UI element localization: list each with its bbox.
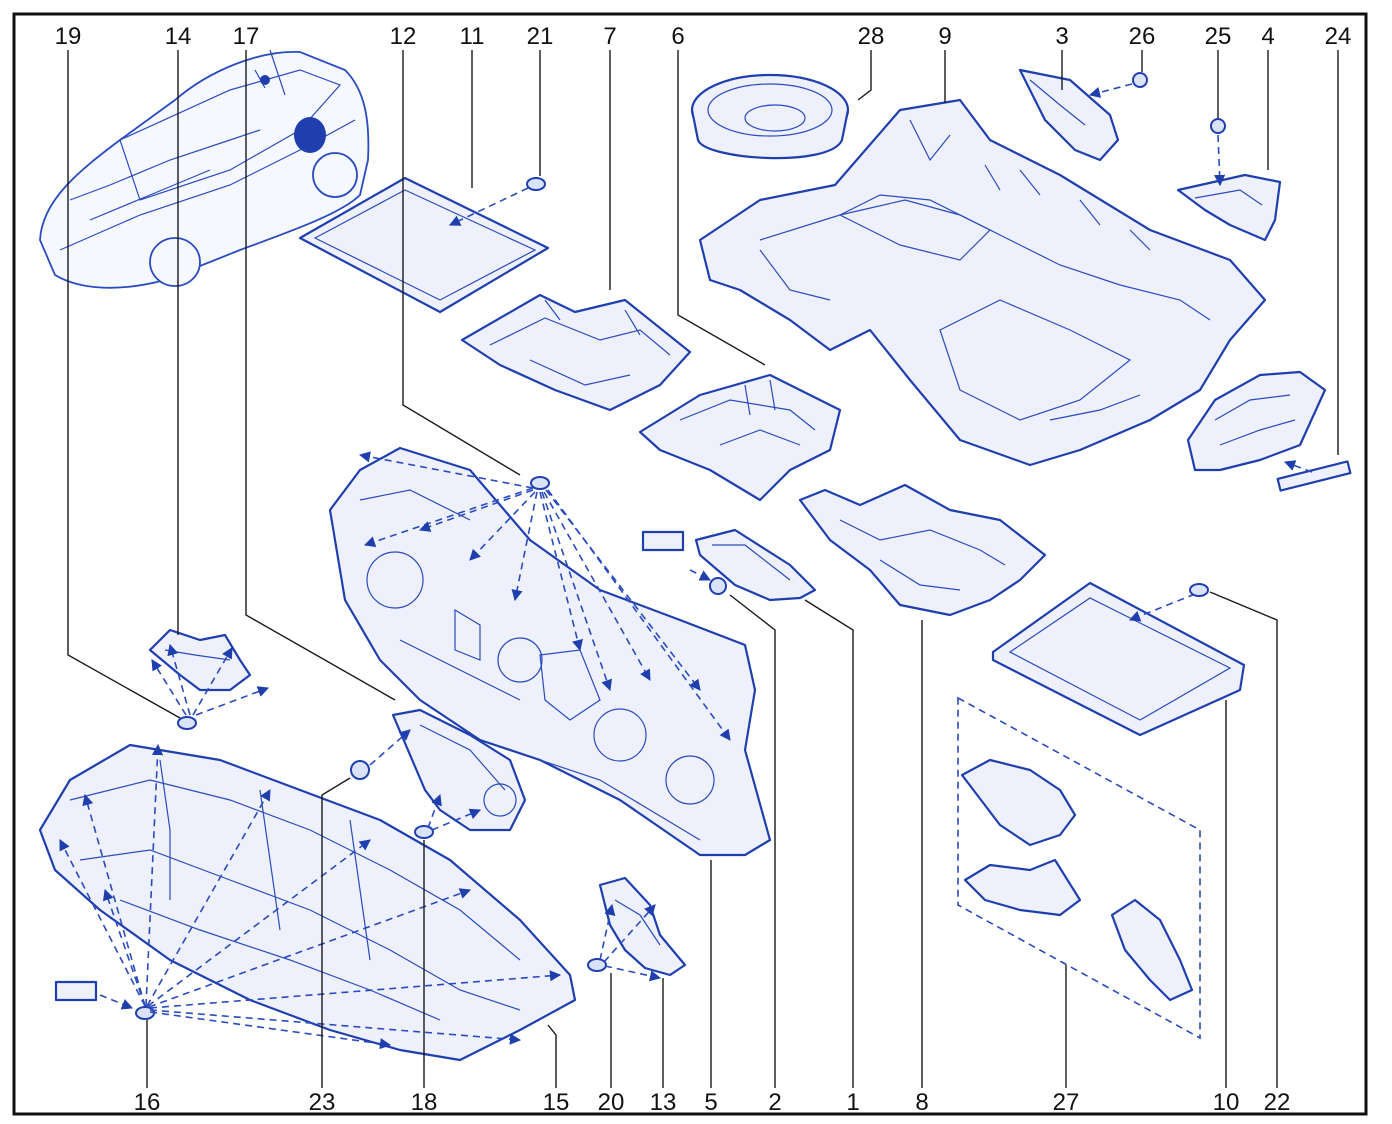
callout-25: 25 bbox=[1205, 23, 1232, 50]
part-26-clip bbox=[1132, 72, 1148, 88]
label-plate bbox=[641, 530, 685, 552]
callout-26: 26 bbox=[1129, 23, 1156, 50]
callout-19: 19 bbox=[55, 23, 82, 50]
callout-13: 13 bbox=[650, 1089, 677, 1116]
label-plate bbox=[54, 980, 98, 1002]
callout-1: 1 bbox=[846, 1089, 859, 1116]
callouts-top: 19 14 17 12 11 21 7 6 28 9 3 26 25 4 24 bbox=[55, 23, 1352, 50]
callout-4: 4 bbox=[1261, 23, 1274, 50]
part-17-bracket bbox=[350, 708, 527, 839]
callout-15: 15 bbox=[543, 1089, 570, 1116]
part-1-bracket bbox=[641, 528, 817, 602]
part-5-bulkhead bbox=[328, 446, 772, 857]
leader-lines bbox=[67, 50, 1339, 1088]
part-10-board bbox=[991, 581, 1246, 737]
part-15-floor-insulator bbox=[38, 743, 577, 1062]
part-11-panel bbox=[298, 176, 550, 314]
callout-3: 3 bbox=[1055, 23, 1068, 50]
part-28-wheel-well bbox=[690, 73, 850, 160]
callout-11: 11 bbox=[460, 23, 485, 50]
part-4-bracket bbox=[1176, 118, 1282, 242]
part-8-mat bbox=[798, 483, 1047, 617]
callout-8: 8 bbox=[915, 1089, 928, 1116]
part-16-fastener-lines bbox=[59, 743, 562, 1050]
part-25-clip bbox=[1210, 118, 1226, 134]
callout-27: 27 bbox=[1053, 1089, 1080, 1116]
callout-7: 7 bbox=[603, 23, 616, 50]
part-23-clip bbox=[350, 760, 370, 780]
part-18-clip bbox=[414, 825, 434, 839]
callout-2: 2 bbox=[768, 1089, 781, 1116]
part-27-kit bbox=[957, 696, 1201, 1040]
callout-14: 14 bbox=[165, 23, 192, 50]
part-7-mat bbox=[460, 293, 692, 412]
part-2-clip bbox=[709, 577, 727, 595]
callout-5: 5 bbox=[704, 1089, 717, 1116]
part-19-clip bbox=[177, 716, 197, 730]
part-20-clip bbox=[587, 958, 607, 972]
callout-6: 6 bbox=[671, 23, 684, 50]
car-thumbnail bbox=[39, 49, 370, 289]
part-24-strip bbox=[1276, 460, 1352, 492]
callout-12: 12 bbox=[390, 23, 417, 50]
part-21-clip bbox=[526, 177, 546, 191]
callout-9: 9 bbox=[938, 23, 951, 50]
callouts-bottom: 16 23 18 15 20 13 5 2 1 8 27 10 22 bbox=[134, 1089, 1291, 1116]
part-6-tunnel bbox=[638, 373, 842, 502]
callout-23: 23 bbox=[309, 1089, 336, 1116]
part-3-bracket bbox=[1018, 68, 1148, 162]
callout-17: 17 bbox=[233, 23, 260, 50]
callout-28: 28 bbox=[858, 23, 885, 50]
callout-21: 21 bbox=[527, 23, 554, 50]
part-12-fastener-lines bbox=[358, 451, 731, 741]
part-22-clip bbox=[1189, 583, 1209, 597]
diagram-frame bbox=[12, 12, 1368, 1116]
part-24-group bbox=[1186, 370, 1352, 492]
part-14-bracket bbox=[148, 628, 270, 730]
part-16-clip bbox=[135, 1006, 155, 1020]
callout-24: 24 bbox=[1325, 23, 1352, 50]
callout-22: 22 bbox=[1264, 1089, 1291, 1116]
part-12-clip bbox=[530, 476, 550, 490]
part-13-bracket bbox=[587, 876, 687, 982]
callout-16: 16 bbox=[134, 1089, 161, 1116]
callout-10: 10 bbox=[1213, 1089, 1240, 1116]
part-9-carpet bbox=[698, 98, 1267, 467]
callout-20: 20 bbox=[598, 1089, 625, 1116]
callout-18: 18 bbox=[411, 1089, 438, 1116]
